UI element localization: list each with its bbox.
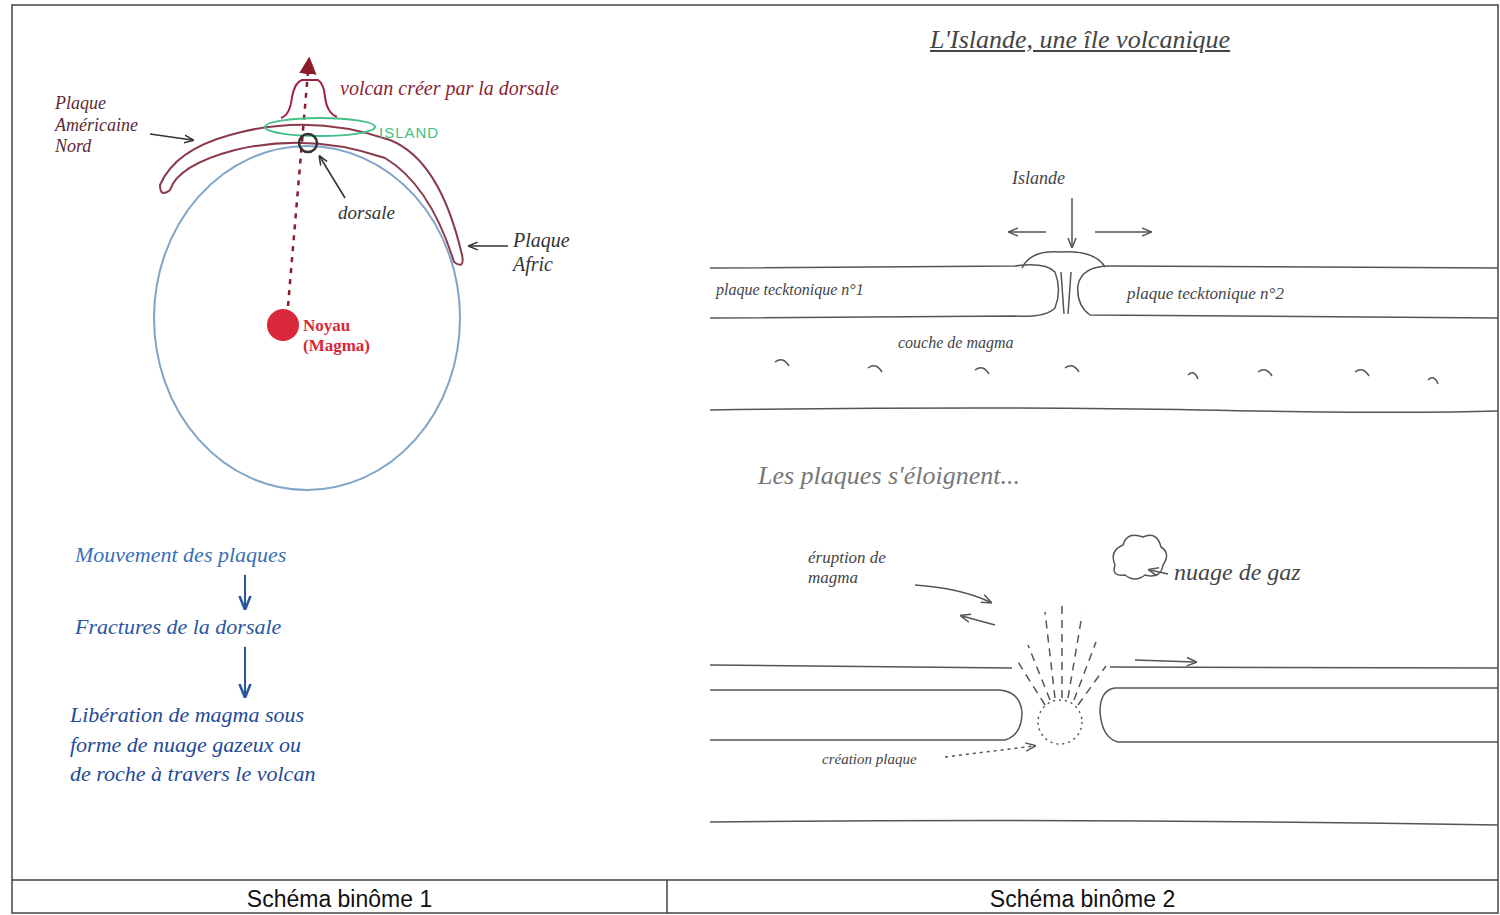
core-dot [267,309,299,341]
arrow [962,616,995,625]
step-text: Libération de magma sous forme de nuage … [70,700,320,789]
island-label: ISLAND [379,124,439,142]
leader-arrow [945,746,1034,757]
leader-arrow [150,134,192,140]
leader-arrow [915,585,990,602]
eruption-rays [1018,605,1106,705]
flow-arrow [244,647,246,695]
earth-circle [154,146,460,490]
island-label: Islande [1012,168,1065,190]
leader-arrow [470,245,508,247]
flow-step: Fractures de la dorsale [75,612,288,642]
callout-label: éruption de magma [808,548,916,589]
callout-label: création plaque [822,750,917,768]
step-text: Fractures de la dorsale [75,612,455,642]
magma-chamber [1038,700,1082,744]
iceland-outline [265,118,375,136]
island-mound [1022,252,1105,268]
leader-arrow [320,157,345,198]
note: Les plaques s'éloignent... [758,460,1020,491]
callout-label: volcan créer par la dorsale [340,76,559,100]
table-divider [666,880,668,913]
arrow [1095,231,1150,233]
layer-label: couche de magma [898,333,1014,352]
layer-line [710,408,1498,412]
arrow [1010,231,1046,233]
rift-lines [1061,272,1071,314]
arrow [1071,198,1073,246]
volcano-symbol [281,80,337,118]
panel-title: L'Islande, une île volcanique [930,24,1230,55]
table-cell: Schéma binôme 1 [12,886,667,914]
ridge-circle [299,134,317,152]
leader-arrow [1150,570,1168,574]
core-label: Noyau (Magma) [303,316,393,357]
plates-band [160,125,463,265]
flow-arrow [244,575,246,607]
plate-outline [1100,688,1498,742]
step-text: Mouvement des plaques [75,540,455,570]
plate-outline [710,265,1059,318]
frame [12,5,1498,913]
plate-outline [710,690,1022,740]
plate-label: plaque tecktonique n°2 [1127,284,1284,304]
magma-ticks [775,360,1438,384]
flow-step: Libération de magma sous forme de nuage … [70,700,322,789]
flow-step: Mouvement des plaques [75,540,293,570]
plate-label: Plaque Américaine Nord [55,93,147,158]
table-cell: Schéma binôme 2 [667,886,1498,914]
plate-outline [1078,266,1498,318]
callout-label: dorsale [338,202,395,225]
plate-label: plaque tecktonique n°1 [716,280,864,299]
arrow [1135,660,1195,662]
callout-label: nuage de gaz [1174,558,1301,587]
table-rule [12,879,1498,881]
plate-label: Plaque Afric [513,228,585,276]
layer-line [710,821,1498,825]
